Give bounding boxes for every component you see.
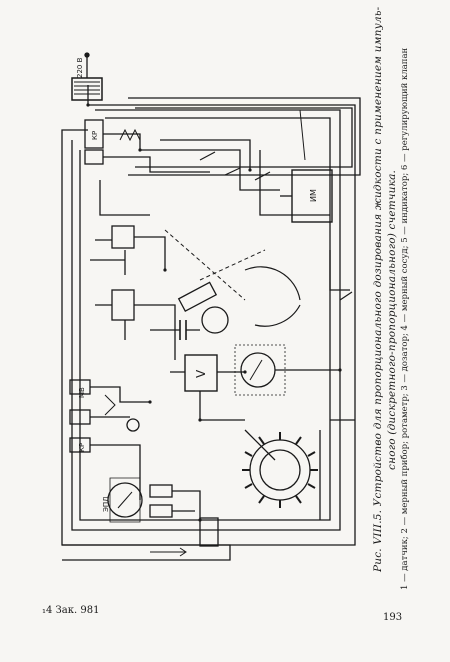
caption-title: Рис. VIII.5. Устройство для пропорционал… [372,6,384,572]
label-mv: МВ [78,387,86,398]
figure-caption-cont: сного (дискретного-пропорционального) сч… [386,130,398,470]
figure-legend: 1 — датчик; 2 — мерный прибор; ротаметр;… [400,30,410,590]
page-number: 193 [383,612,403,623]
label-epd: ЭПД [102,496,110,512]
label-kr-1: КР [91,131,99,140]
label-im-box: ИМ [309,189,318,202]
label-v-box: V [194,369,208,378]
footer-left: ₁4 Зак. 981 [42,605,100,616]
caption-title-cont: сного (дискретного-пропорционального) сч… [386,169,398,470]
label-kr-2: КР [78,443,86,452]
label-supply: 220 В [76,57,84,78]
figure-caption: Рис. VIII.5. Устройство для пропорционал… [372,7,384,572]
legend-text: 1 — датчик; 2 — мерный прибор; ротаметр;… [400,47,410,590]
